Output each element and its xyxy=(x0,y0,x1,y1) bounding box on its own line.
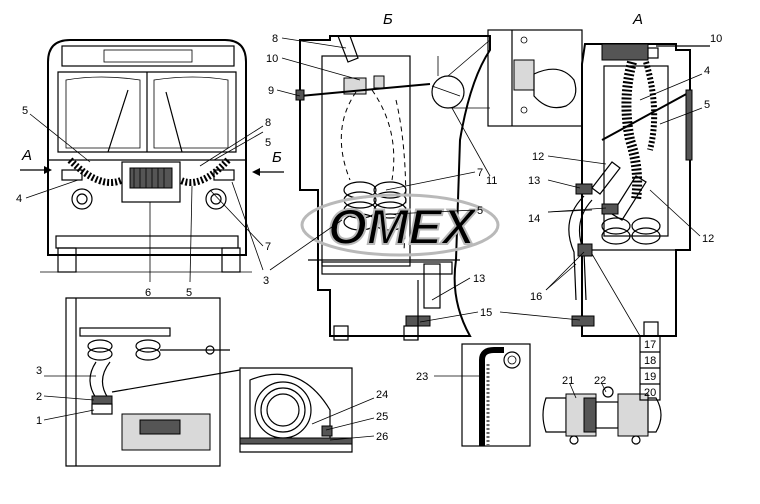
callout-9-b: 9 xyxy=(268,85,274,97)
callout-5-front-right: 5 xyxy=(265,137,271,149)
view-arrow-a: А xyxy=(20,147,52,174)
cross-section-detail xyxy=(239,367,353,453)
callout-3-bottom: 3 xyxy=(36,365,42,377)
coiled-hoses-b xyxy=(343,181,407,231)
callout-15: 15 xyxy=(480,307,492,319)
callout-20: 20 xyxy=(644,387,656,399)
hose-wall-section xyxy=(461,343,531,447)
callout-10-b: 10 xyxy=(266,53,278,65)
callout-2: 2 xyxy=(36,391,42,403)
callout-5-a: 5 xyxy=(704,99,710,111)
callout-26: 26 xyxy=(376,431,388,443)
callout-11: 11 xyxy=(486,175,497,187)
callout-10-a: 10 xyxy=(710,33,722,45)
callout-17: 17 xyxy=(644,339,656,351)
view-arrow-b: Б xyxy=(252,149,284,176)
callout-4-a: 4 xyxy=(704,65,710,77)
hose-clamp-assembly xyxy=(542,386,662,445)
watermark: OMEX xyxy=(300,193,500,257)
callout-12-a-top: 12 xyxy=(532,151,544,163)
callout-16: 16 xyxy=(530,291,542,303)
callout-4-front: 4 xyxy=(16,193,22,205)
callout-18: 18 xyxy=(644,355,656,367)
callout-3-front: 3 xyxy=(263,275,269,287)
callout-13-a: 13 xyxy=(528,175,540,187)
callout-21: 21 xyxy=(562,375,574,387)
callout-8-b: 8 xyxy=(272,33,278,45)
callout-19: 19 xyxy=(644,371,656,383)
callout-12-a-right: 12 xyxy=(702,233,714,245)
callout-25: 25 xyxy=(376,411,388,423)
arrow-b-label: Б xyxy=(272,149,282,166)
callout-14: 14 xyxy=(528,213,540,225)
callout-6-front: 6 xyxy=(145,287,151,299)
leader-lines xyxy=(25,37,703,441)
view-a-title: А xyxy=(632,11,643,28)
callout-7-front: 7 xyxy=(265,241,271,253)
callout-7-b: 7 xyxy=(477,167,483,179)
watermark-text: OMEX xyxy=(328,199,478,255)
callout-22: 22 xyxy=(594,375,606,387)
view-b-section: Б xyxy=(295,11,491,341)
callout-5-b: 5 xyxy=(477,205,483,217)
view-a-section: А xyxy=(568,11,710,337)
callout-8-front: 8 xyxy=(265,117,271,129)
callout-labels: 5 4 8 5 7 6 5 3 8 10 9 7 5 11 13 15 10 4… xyxy=(16,33,722,443)
callout-5-front-left: 5 xyxy=(22,105,28,117)
arrow-a-label: А xyxy=(21,147,32,164)
callout-13-b: 13 xyxy=(473,273,485,285)
callout-24: 24 xyxy=(376,389,388,401)
detail-inset xyxy=(487,29,583,127)
bottom-left-detail xyxy=(65,297,241,467)
callout-table-17-20 xyxy=(639,335,661,401)
bus-front-view xyxy=(40,39,252,273)
callout-5-front-bottom: 5 xyxy=(186,287,192,299)
view-b-title: Б xyxy=(383,11,393,28)
callout-23: 23 xyxy=(416,371,428,383)
callout-1: 1 xyxy=(36,415,42,427)
